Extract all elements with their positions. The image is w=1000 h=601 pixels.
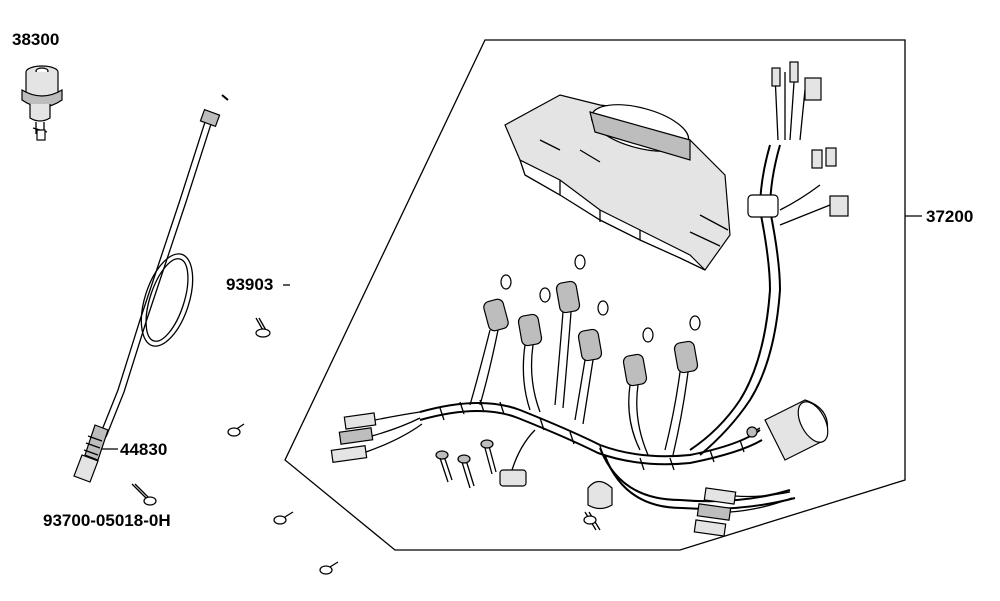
bulb-socket-icon — [469, 274, 512, 406]
upper-harness-icon — [689, 61, 849, 456]
bulb-socket-icon — [517, 287, 551, 413]
bulb-socket-icon — [574, 300, 609, 425]
label-38300: 38300 — [12, 30, 59, 49]
screw-icon — [227, 423, 245, 437]
bolt-icon — [480, 439, 497, 475]
screw-icon — [319, 561, 339, 575]
screw-icon — [255, 317, 271, 338]
bulb-socket-icon — [664, 315, 701, 456]
bulb-socket-icon — [622, 327, 654, 456]
ignition-switch-icon — [21, 65, 63, 141]
label-93903: 93903 — [226, 275, 273, 294]
assembly-boundary — [284, 39, 906, 551]
label-44830: 44830 — [120, 440, 167, 459]
bolt-icon — [435, 450, 453, 483]
meter-housing-icon — [504, 94, 731, 271]
label-37200: 37200 — [926, 207, 973, 226]
label-93700-05018-0h: 93700-05018-0H — [43, 511, 171, 530]
bolt-icon — [457, 454, 475, 489]
screw-icon — [131, 483, 157, 506]
connector-icon — [330, 411, 423, 463]
bulb-socket-icon — [554, 254, 586, 409]
connector-icon — [499, 429, 536, 487]
main-harness-icon — [419, 399, 796, 510]
capacitor-icon — [746, 399, 829, 461]
clamp-icon — [583, 480, 613, 531]
connector-icon — [693, 487, 793, 537]
speedometer-cable-icon — [73, 94, 229, 483]
screw-icon — [273, 511, 294, 525]
